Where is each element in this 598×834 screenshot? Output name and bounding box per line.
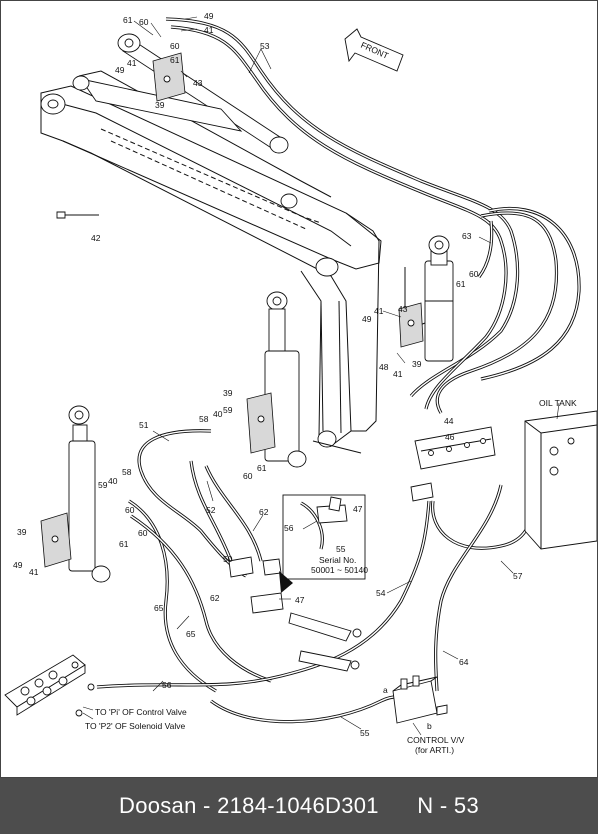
part-callout-58: 58 [199, 414, 209, 424]
tee-fittings [228, 556, 362, 672]
oil-tank-label: OIL TANK [539, 398, 577, 408]
part-callout-65: 65 [186, 629, 196, 639]
part-callout-48: 48 [379, 362, 389, 372]
footer-sep-1: - [196, 793, 218, 818]
part-callout-44: 44 [444, 416, 454, 426]
oil-tank [524, 410, 598, 550]
for-arti-label: (for ARTI.) [415, 745, 454, 755]
part-callout-59: 59 [98, 480, 108, 490]
part-callout-62: 62 [259, 507, 269, 517]
part-callout-46: 46 [445, 432, 455, 442]
part-callout-60: 60 [469, 269, 479, 279]
part-callout-53: 53 [260, 41, 270, 51]
part-callout-55: 55 [336, 544, 346, 554]
part-callout-42: 42 [91, 233, 101, 243]
footer-page: N - 53 [417, 793, 479, 818]
part-callout-61: 61 [456, 279, 466, 289]
serial-line-1: Serial No. [319, 555, 356, 565]
hoses [96, 17, 581, 724]
part-callout-43: 43 [398, 304, 408, 314]
part-callout-39: 39 [412, 359, 422, 369]
part-callout-52: 52 [206, 505, 216, 515]
part-callout-55: 55 [360, 728, 370, 738]
part-callout-40: 40 [108, 476, 118, 486]
footer-part-number: 2184-1046D301 [217, 793, 379, 818]
part-callout-49: 49 [204, 11, 214, 21]
part-callout-60: 60 [139, 17, 149, 27]
part-callout-61: 61 [170, 55, 180, 65]
part-callout-60: 60 [125, 505, 135, 515]
part-callout-61: 61 [119, 539, 129, 549]
to-p2-label: TO 'P2' OF Solenoid Valve [85, 721, 186, 731]
part-callout-39: 39 [17, 527, 27, 537]
part-callout-43: 43 [193, 78, 203, 88]
part-callout-47: 47 [353, 504, 363, 514]
leader-lines [82, 16, 560, 736]
distribution-block [410, 426, 496, 502]
serial-line-2: 50001 ~ 50140 [311, 565, 368, 575]
solenoid-valve-plate [4, 654, 95, 717]
part-callout-61: 61 [257, 463, 267, 473]
part-callout-60: 60 [170, 41, 180, 51]
to-pi-label: TO 'Pi' OF Control Valve [95, 707, 187, 717]
valve-blocks [40, 52, 424, 568]
part-callout-41: 41 [204, 25, 214, 35]
part-callout-59: 59 [223, 405, 233, 415]
cable-tie [56, 211, 99, 219]
part-callout-49: 49 [362, 314, 372, 324]
part-callout-54: 54 [376, 588, 386, 598]
front-arrow [344, 28, 404, 72]
hydraulic-piping-diagram: 6160494160614349413953426361604349413948… [4, 11, 598, 755]
part-callout-49: 49 [13, 560, 23, 570]
footer-brand: Doosan [119, 793, 197, 818]
part-callout-50: 50 [223, 554, 233, 564]
part-callout-49: 49 [115, 65, 125, 75]
part-callout-41: 41 [127, 58, 137, 68]
part-callout-41: 41 [393, 369, 403, 379]
footer-gap [379, 793, 417, 819]
port-label-a: a [383, 685, 388, 695]
part-callout-60: 60 [138, 528, 148, 538]
part-callout-65: 65 [154, 603, 164, 613]
part-callout-40: 40 [213, 409, 223, 419]
part-callout-51: 51 [139, 420, 149, 430]
part-callout-41: 41 [29, 567, 39, 577]
boom-cylinder-right [404, 235, 454, 362]
part-callout-39: 39 [223, 388, 233, 398]
control-vv-label: CONTROL V/V [407, 735, 465, 745]
boom-cylinder-left [68, 405, 111, 583]
part-callout-57: 57 [513, 571, 523, 581]
footer-bar: Doosan - 2184-1046D301 N - 53 [0, 778, 598, 834]
part-callout-39: 39 [155, 100, 165, 110]
port-label-b: b [427, 721, 432, 731]
part-callout-58: 58 [122, 467, 132, 477]
part-callout-41: 41 [374, 306, 384, 316]
part-callout-61: 61 [123, 15, 133, 25]
part-callout-64: 64 [459, 657, 469, 667]
boom-structure [40, 70, 382, 454]
part-callout-60: 60 [243, 471, 253, 481]
part-callout-56: 56 [284, 523, 294, 533]
part-callout-63: 63 [462, 231, 472, 241]
part-callout-56: 56 [162, 680, 172, 690]
part-callout-62: 62 [210, 593, 220, 603]
part-callout-47: 47 [295, 595, 305, 605]
control-valve-arti [392, 675, 448, 724]
serial-detail-box [282, 494, 366, 580]
